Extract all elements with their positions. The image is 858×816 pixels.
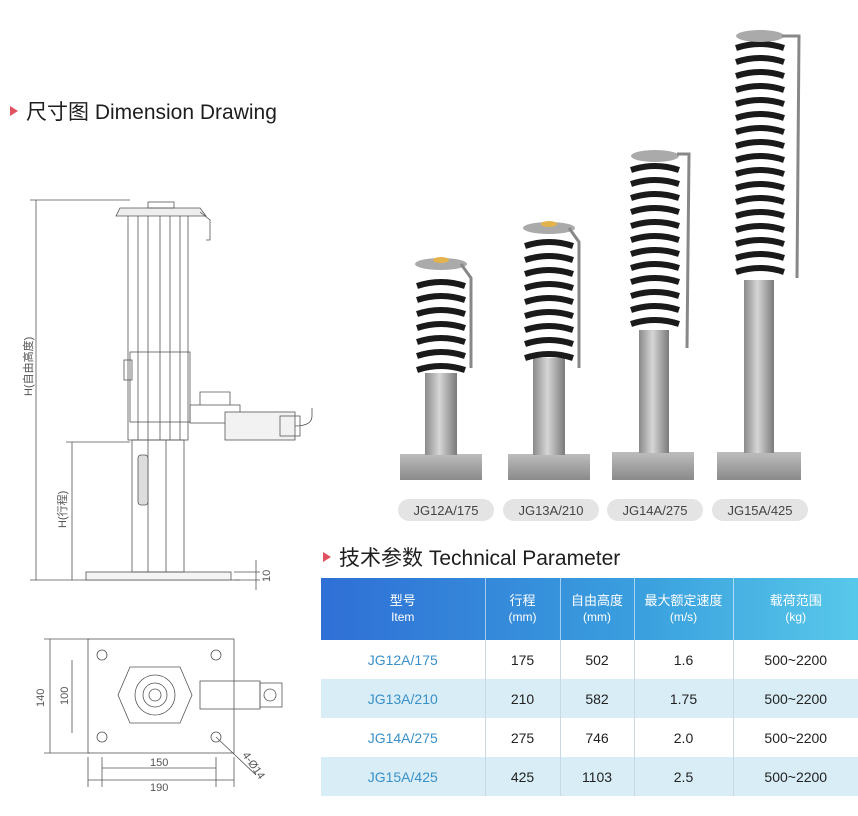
stroke-label: H(行程): [56, 491, 69, 528]
cell-model: JG14A/275: [321, 718, 486, 757]
header-max-speed: 最大额定速度(m/s): [634, 578, 734, 640]
header-load-range: 载荷范围(kg): [769, 593, 822, 624]
header-stroke: 行程(mm): [485, 578, 561, 640]
cell-model: JG12A/175: [321, 640, 486, 679]
cell-free-height: 502: [560, 640, 635, 679]
header-free-height: 自由高度(mm): [560, 578, 635, 640]
table-row: JG14A/275 275 746 2.0 500~2200: [321, 718, 858, 757]
free-height-label: H(自由高度): [21, 337, 35, 396]
cell-max-speed: 1.75: [634, 679, 734, 718]
buffer-jg12a: [400, 257, 482, 480]
buffer-jg15a: [717, 30, 801, 480]
hole-label: 4-Ø14: [240, 750, 267, 782]
dimension-drawing-title: 尺寸图 Dimension Drawing: [26, 101, 277, 124]
side-elevation-drawing: H(自由高度) H(行程) 10: [21, 199, 313, 590]
cell-free-height: 582: [560, 679, 635, 718]
cell-load-range: 500~2200: [764, 651, 828, 668]
table-row: JG15A/425 425 1103 2.5 500~2200: [321, 757, 858, 796]
cell-model: JG13A/210: [321, 679, 486, 718]
bottom-gap-label: 10: [261, 570, 273, 582]
cell-free-height: 746: [560, 718, 635, 757]
cell-stroke: 210: [485, 679, 561, 718]
cell-load-range: 500~2200: [733, 757, 858, 796]
cell-stroke: 175: [485, 640, 561, 679]
cell-load-range: 500~2200: [764, 729, 828, 746]
triangle-bullet-icon: [323, 552, 331, 562]
width-190-label: 190: [150, 782, 168, 794]
triangle-bullet-icon: [10, 106, 18, 116]
model-pill-2: JG13A/210: [503, 499, 599, 521]
width-150-label: 150: [150, 757, 168, 769]
technical-parameter-title: 技术参数 Technical Parameter: [339, 547, 621, 570]
cell-stroke: 425: [485, 757, 561, 796]
cell-stroke: 275: [485, 718, 561, 757]
model-pill-1: JG12A/175: [398, 499, 494, 521]
table-row: JG12A/175 175 502 1.6 500~2200: [321, 640, 858, 679]
plan-view-drawing: 140 100 150 190 4-Ø14: [35, 638, 283, 794]
cell-load-range: 500~2200: [733, 679, 858, 718]
model-pill-4: JG15A/425: [712, 499, 808, 521]
buffer-jg13a: [508, 221, 590, 480]
cell-model: JG15A/425: [321, 757, 486, 796]
height-140-label: 140: [35, 689, 47, 707]
model-pill-3: JG14A/275: [607, 499, 703, 521]
cell-max-speed: 1.6: [634, 640, 734, 679]
table-row: JG13A/210 210 582 1.75 500~2200: [321, 679, 858, 718]
buffer-jg14a: [612, 150, 694, 480]
height-100-label: 100: [59, 687, 71, 705]
cell-free-height: 1103: [560, 757, 635, 796]
buffer-product-photo: [400, 30, 801, 480]
dimension-drawing-heading: 尺寸图 Dimension Drawing: [10, 96, 277, 126]
cell-max-speed: 2.0: [634, 718, 734, 757]
technical-parameter-heading: 技术参数 Technical Parameter: [323, 542, 620, 572]
cell-max-speed: 2.5: [634, 757, 734, 796]
